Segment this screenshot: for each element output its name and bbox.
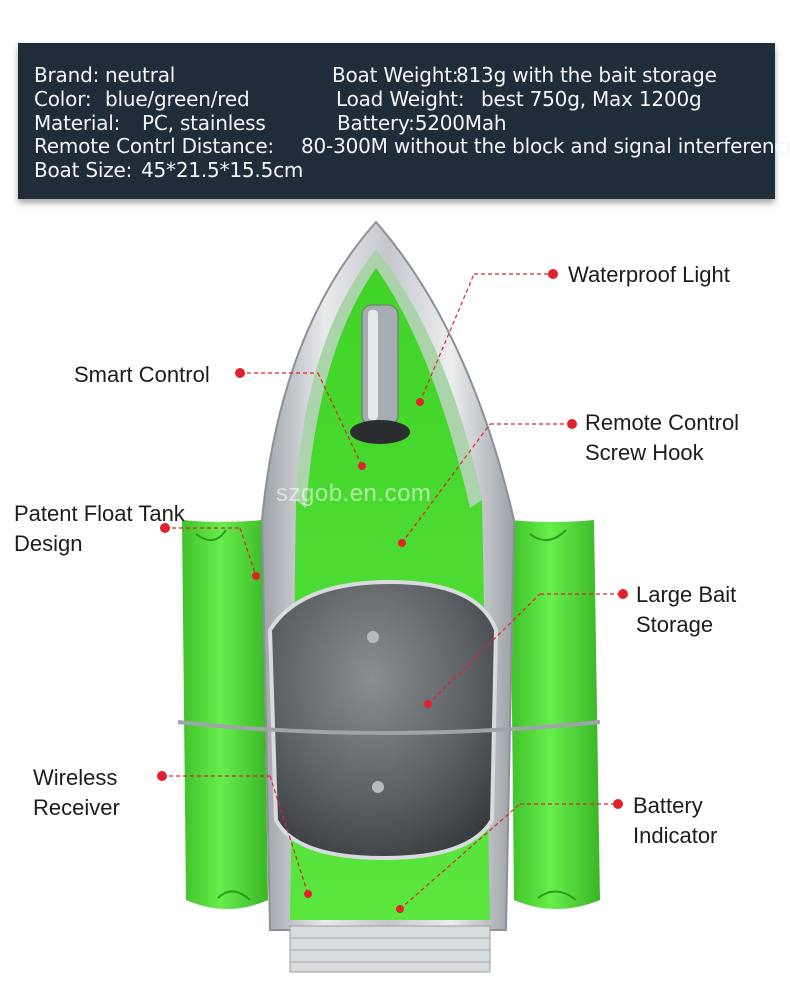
- remote-distance-label: Remote Contrl Distance:: [34, 134, 274, 158]
- load-weight-label: Load Weight:: [336, 87, 465, 111]
- callout-battery-ind-line2: Indicator: [633, 823, 718, 848]
- material-value: PC, stainless: [142, 111, 266, 135]
- callout-leader-lines: [162, 273, 623, 910]
- callout-wireless-line1: Wireless: [33, 765, 118, 790]
- callout-waterproof-light: Waterproof Light: [568, 260, 730, 290]
- callout-remote-hook-line2: Screw Hook: [585, 440, 704, 465]
- boat-weight-label: Boat Weight:: [332, 63, 459, 87]
- callout-smart-control: Smart Control: [74, 360, 210, 390]
- brand-label: Brand:: [34, 63, 100, 87]
- boat-weight-value: 813g with the bait storage: [456, 63, 717, 87]
- right-float-tank: [510, 520, 600, 909]
- brand-value: neutral: [105, 63, 176, 87]
- callout-battery-indicator: Battery Indicator: [633, 791, 717, 851]
- callout-markers: [157, 269, 628, 913]
- remote-distance-value: 80-300M without the block and signal int…: [301, 134, 790, 158]
- callout-patent-float-tank: Patent Float Tank Design: [14, 499, 185, 559]
- watermark: szgob.en.com: [276, 480, 432, 507]
- battery-spec: Battery:5200Mah: [337, 111, 507, 135]
- callout-remote-hook-line1: Remote Control: [585, 410, 740, 435]
- callout-waterproof-light-text: Waterproof Light: [568, 262, 730, 287]
- callout-smart-control-text: Smart Control: [74, 362, 210, 387]
- callout-battery-ind-line1: Battery: [633, 793, 703, 818]
- callout-bait-storage-line2: Storage: [636, 612, 714, 637]
- boat-size-label: Boat Size:: [34, 158, 133, 182]
- callout-remote-control-screw-hook: Remote Control Screw Hook: [585, 408, 739, 468]
- load-weight-value: best 750g, Max 1200g: [481, 87, 702, 111]
- callout-float-tank-line1: Patent Float Tank: [14, 501, 185, 526]
- specification-panel: Brand: neutral Boat Weight: 813g with th…: [18, 43, 790, 199]
- callout-large-bait-storage: Large Bait Storage: [636, 580, 736, 640]
- bait-boat-illustration: [157, 220, 628, 973]
- boat-size-value: 45*21.5*15.5cm: [141, 158, 304, 182]
- callout-bait-storage-line1: Large Bait: [636, 582, 737, 607]
- color-label: Color:: [34, 87, 92, 111]
- color-value: blue/green/red: [105, 87, 250, 111]
- callout-wireless-line2: Receiver: [33, 795, 120, 820]
- callout-float-tank-line2: Design: [14, 531, 83, 556]
- material-label: Material:: [34, 111, 121, 135]
- callout-wireless-receiver: Wireless Receiver: [33, 763, 120, 823]
- left-float-tank: [182, 520, 268, 909]
